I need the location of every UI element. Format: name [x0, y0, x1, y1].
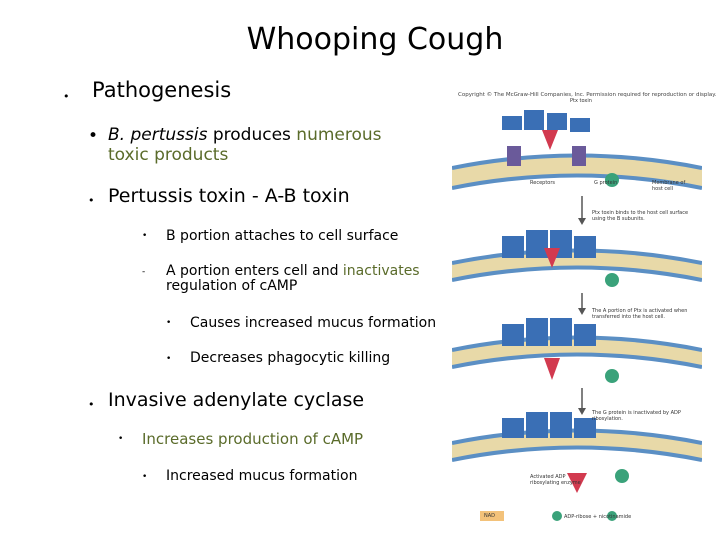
bullet-mucus: Causes increased mucus formation: [190, 315, 437, 331]
panel-2: [452, 230, 702, 287]
bullet-dot: •: [142, 231, 148, 241]
bullet-dot: •: [118, 434, 124, 444]
bullet-dot: •: [166, 354, 172, 364]
bullet-dot: -: [142, 267, 146, 277]
bullet-dot: •: [166, 318, 172, 328]
label-equation: ADP-ribose + nicotinamide: [564, 514, 632, 520]
label-membrane: Membrane of host cell: [652, 180, 686, 192]
panel-3: [452, 318, 702, 383]
label-receptors: Receptors: [530, 180, 556, 186]
bullet-dot: •: [88, 398, 95, 411]
slide-title: Whooping Cough: [246, 22, 504, 57]
text-toxic-products: toxic products: [108, 145, 229, 165]
bullet-dot: •: [88, 194, 95, 207]
label-step2: Ptx toxin binds to the host cell surface…: [592, 210, 689, 222]
panel-1: [452, 110, 702, 190]
label-activated-enzyme: Activated ADP ribosylating enzyme: [530, 474, 581, 486]
bullet-b-pertussis: B. pertussis produces numerous toxic pro…: [108, 125, 438, 165]
figure-copyright: Copyright © The McGraw-Hill Companies, I…: [458, 92, 717, 98]
label-step3: The A portion of Ptx is activated when t…: [592, 308, 688, 320]
bullet-dot: •: [63, 90, 70, 103]
label-ptx-toxin: Ptx toxin: [570, 98, 592, 104]
bullet-pertussis-toxin: Pertussis toxin - A-B toxin: [108, 185, 350, 207]
text-a-portion: A portion enters cell and: [166, 263, 343, 279]
text-numerous: numerous: [296, 125, 382, 145]
organism-name: B. pertussis: [108, 125, 208, 145]
bullet-phagocytic: Decreases phagocytic killing: [190, 350, 391, 366]
text-regulation: regulation of cAMP: [166, 278, 298, 294]
label-step4: The G protein is inactivated by ADP ribo…: [592, 410, 681, 422]
bullet-increased-mucus: Increased mucus formation: [166, 468, 358, 484]
bullet-a-portion: A portion enters cell and inactivates re…: [166, 264, 446, 294]
text-inactivates: inactivates: [342, 263, 420, 279]
bullet-dot: •: [88, 126, 99, 146]
text-produces: produces: [207, 125, 297, 145]
bullet-dot: •: [142, 472, 148, 482]
bullet-pathogenesis: Pathogenesis: [92, 78, 232, 102]
panel-4: [452, 412, 702, 521]
figure-illustration: [452, 110, 702, 521]
label-nad: NAD: [484, 513, 496, 519]
bullet-b-portion: B portion attaches to cell surface: [166, 228, 399, 244]
pertussis-toxin-figure: Copyright © The McGraw-Hill Companies, I…: [452, 88, 716, 528]
bullet-adenylate: Invasive adenylate cyclase: [108, 389, 365, 411]
bullet-increases: Increases production of cAMP: [142, 430, 364, 448]
label-g-protein: G protein: [594, 180, 618, 186]
